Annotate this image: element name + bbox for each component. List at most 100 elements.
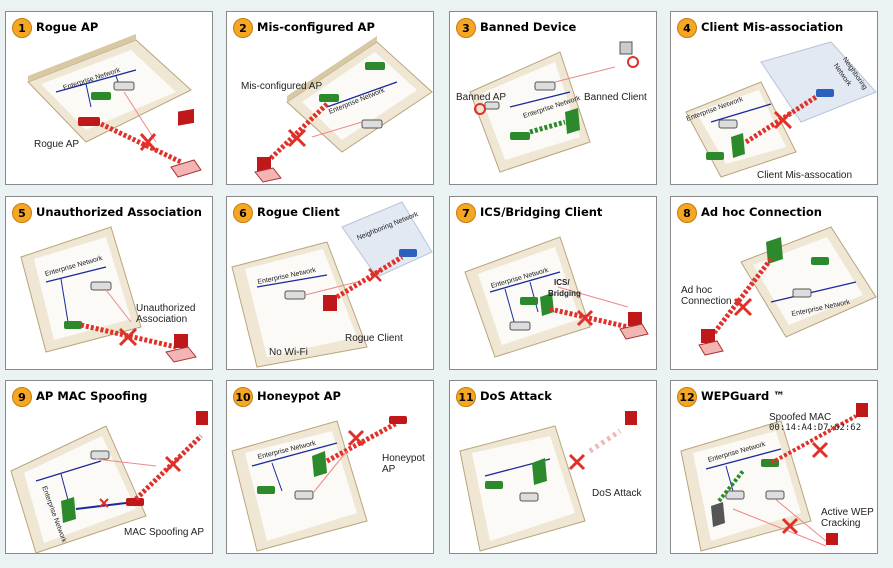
panel-honeypot-ap: 10 Honeypot AP Honeypot AP Enterprise Ne… — [226, 380, 434, 554]
label-cracking: Cracking — [821, 518, 861, 529]
access-point-icon — [761, 459, 779, 467]
panel-title: WEPGuard ™ — [701, 389, 785, 403]
label-spoofed-mac: Spoofed MAC — [769, 412, 832, 423]
panel-rogue-ap: 1 Rogue AP Rogue AP Enterprise Network — [5, 11, 213, 185]
panel-wepguard: 12 WEPGuard ™ Spoofed MAC 00:14:A4:D7:62… — [670, 380, 878, 554]
access-point-icon — [765, 490, 785, 500]
access-point-icon — [319, 94, 339, 102]
laptop-icon — [254, 157, 282, 183]
panel-title: Rogue Client — [257, 205, 340, 219]
laptop-icon — [61, 497, 76, 523]
label-banned-client: Banned Client — [584, 92, 647, 103]
panel-number: 10 — [233, 387, 253, 407]
access-point-icon — [113, 81, 135, 91]
access-point-icon — [90, 450, 110, 460]
access-point-icon — [284, 290, 306, 300]
panel-title: DoS Attack — [480, 389, 552, 403]
access-point-icon — [725, 490, 745, 500]
label-rogue-ap: Rogue AP — [34, 139, 80, 150]
laptop-icon — [565, 108, 580, 134]
cross-icon — [118, 327, 138, 347]
access-point-icon — [534, 81, 556, 91]
panel-title: Client Mis-association — [701, 20, 844, 34]
cross-icon — [99, 498, 109, 508]
panel-number: 11 — [456, 387, 476, 407]
cross-icon — [164, 455, 182, 473]
access-point-icon — [718, 119, 738, 129]
laptop-icon — [165, 334, 197, 363]
panel-rogue-client: 6 Rogue Client Rogue Client No Wi-Fi Ent… — [226, 196, 434, 370]
laptop-icon — [619, 312, 649, 340]
cross-icon — [773, 110, 793, 130]
access-point-icon — [90, 281, 112, 291]
label-adhoc: Ad hoc — [681, 285, 713, 296]
laptop-icon — [826, 533, 838, 545]
access-point-icon — [389, 416, 407, 424]
cross-icon — [287, 128, 307, 148]
panel-number: 12 — [677, 387, 697, 407]
laptop-icon — [312, 451, 327, 477]
access-point-icon — [399, 249, 417, 257]
panel-title: Rogue AP — [36, 20, 99, 34]
laptop-icon — [766, 237, 783, 264]
access-point-icon — [78, 117, 100, 126]
laptop-icon — [711, 502, 725, 527]
cross-icon — [781, 517, 799, 535]
panel-title: Unauthorized Association — [36, 205, 202, 219]
banned-icon — [627, 56, 639, 68]
scene — [254, 36, 433, 183]
panel-adhoc-connection: 8 Ad hoc Connection Ad hoc Connection En… — [670, 196, 878, 370]
access-point-icon — [485, 481, 503, 489]
label-connection: Connection — [681, 296, 732, 307]
access-point-icon — [126, 498, 144, 506]
access-point-icon — [64, 321, 82, 329]
access-point-icon — [365, 62, 385, 70]
panel-title: Mis-configured AP — [257, 20, 375, 34]
access-point-icon — [519, 492, 539, 502]
panel-title: Banned Device — [480, 20, 577, 34]
laptop-icon — [698, 329, 724, 356]
access-point-icon — [816, 89, 834, 97]
scene — [459, 411, 637, 552]
panel-misconfigured-ap: 2 Mis-configured AP Mis-configured AP En… — [226, 11, 434, 185]
access-point-icon — [361, 119, 383, 129]
label-active-wep: Active WEP — [821, 507, 874, 518]
banned-icon — [474, 103, 486, 115]
access-point-icon — [792, 288, 812, 298]
scene — [469, 41, 639, 173]
cross-icon — [568, 453, 586, 471]
scene — [10, 411, 208, 554]
scene — [680, 403, 868, 552]
panel-ics-bridging-client: 7 ICS/Bridging Client ICS/ Bridging Ente… — [449, 196, 657, 370]
label-association: Association — [136, 314, 188, 325]
access-point-icon — [509, 321, 531, 331]
label-ics: ICS/ — [554, 278, 570, 287]
access-point-icon — [811, 257, 829, 265]
panel-number: 8 — [677, 203, 697, 223]
panel-title: Honeypot AP — [257, 389, 341, 403]
label-dos-attack: DoS Attack — [592, 488, 642, 499]
cross-icon — [368, 268, 382, 282]
access-point-icon — [510, 132, 530, 140]
scene — [231, 201, 433, 368]
access-point-icon — [520, 297, 538, 305]
label-honeypot: Honeypot — [382, 453, 425, 464]
label-mac-spoofing-ap: MAC Spoofing AP — [124, 527, 205, 538]
access-point-icon — [706, 152, 724, 160]
cross-icon — [576, 309, 594, 327]
label-misconfigured-ap: Mis-configured AP — [241, 81, 323, 92]
panel-dos-attack: 11 DoS Attack DoS Attack — [449, 380, 657, 554]
panel-number: 9 — [12, 387, 32, 407]
panel-ap-mac-spoofing: 9 AP MAC Spoofing MAC Spoofing AP Enterp… — [5, 380, 213, 554]
scene — [231, 416, 407, 552]
panel-number: 5 — [12, 203, 32, 223]
scene — [20, 226, 197, 363]
panel-title: ICS/Bridging Client — [480, 205, 603, 219]
panel-number: 7 — [456, 203, 476, 223]
laptop-icon — [731, 133, 745, 158]
cross-icon — [733, 297, 753, 317]
laptop-icon — [625, 411, 637, 425]
access-point-icon — [257, 486, 275, 494]
cross-icon — [811, 441, 829, 459]
